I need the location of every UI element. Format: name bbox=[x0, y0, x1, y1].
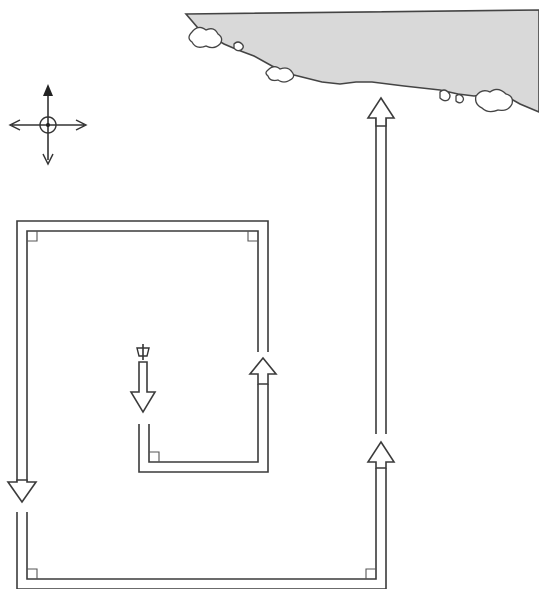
route-arrows bbox=[8, 98, 394, 502]
outer-route bbox=[17, 118, 386, 589]
compass-center-dot bbox=[46, 123, 50, 127]
rock-cluster-6 bbox=[234, 42, 243, 51]
up-arrow-inner bbox=[250, 358, 276, 384]
rock-cluster-5 bbox=[456, 95, 464, 103]
up-arrow-bottom-right bbox=[368, 442, 394, 468]
start-marker-icon bbox=[137, 344, 149, 360]
rock-cluster-2 bbox=[266, 67, 294, 82]
corner-top-left bbox=[27, 231, 37, 241]
corner-markers bbox=[27, 231, 376, 579]
inner-loop-inner bbox=[149, 384, 258, 462]
corner-bottom-right bbox=[366, 569, 376, 579]
down-arrow-left bbox=[8, 480, 36, 502]
inner-route bbox=[139, 384, 268, 472]
shoreline-area bbox=[186, 10, 539, 112]
inner-loop-outer bbox=[139, 384, 268, 472]
rock-cluster-4 bbox=[440, 90, 450, 101]
compass-rose-icon bbox=[10, 84, 86, 164]
corner-inner-left bbox=[149, 452, 159, 462]
route-bottom-edge bbox=[17, 468, 386, 589]
down-arrow-start bbox=[131, 362, 155, 412]
corner-bottom-left bbox=[27, 569, 37, 579]
up-arrow-shore bbox=[368, 98, 394, 126]
route-bottom-inner bbox=[27, 468, 376, 579]
compass-north-head bbox=[43, 84, 53, 96]
corner-top-right bbox=[248, 231, 258, 241]
